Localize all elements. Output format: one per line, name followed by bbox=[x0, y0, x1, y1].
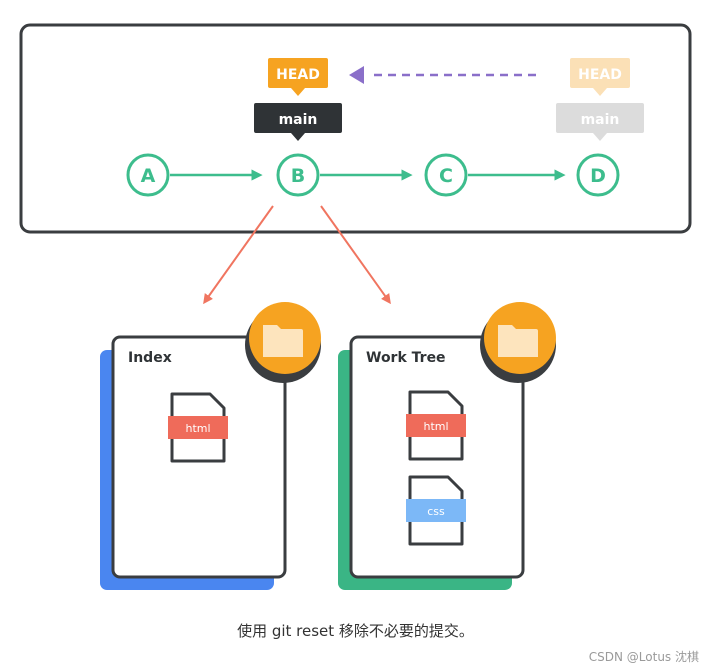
index-panel: Index html bbox=[100, 302, 321, 590]
commit-d: D bbox=[576, 153, 620, 197]
commit-a: A bbox=[126, 153, 170, 197]
commit-d-label: D bbox=[590, 165, 606, 187]
worktree-panel: Work Tree html css bbox=[338, 302, 556, 590]
folder-icon bbox=[480, 302, 556, 383]
head-ref: HEAD bbox=[268, 58, 328, 96]
worktree-file-css-label: css bbox=[427, 505, 445, 518]
index-file-html-label: html bbox=[185, 422, 210, 435]
worktree-panel-title: Work Tree bbox=[366, 350, 446, 366]
commit-b: B bbox=[276, 153, 320, 197]
old-main-ref: main bbox=[556, 103, 644, 141]
arrow-to-index bbox=[203, 205, 274, 305]
worktree-file-html: html bbox=[406, 390, 466, 461]
worktree-file-html-label: html bbox=[423, 420, 448, 433]
main-branch-label: main bbox=[279, 112, 318, 128]
caption: 使用 git reset 移除不必要的提交。 bbox=[237, 622, 474, 640]
old-main-label: main bbox=[581, 112, 620, 128]
folder-icon bbox=[245, 302, 321, 383]
head-ref-label: HEAD bbox=[276, 67, 320, 83]
old-head-ref: HEAD bbox=[570, 58, 630, 96]
old-head-label: HEAD bbox=[578, 67, 622, 83]
index-panel-title: Index bbox=[128, 350, 172, 366]
commit-c-label: C bbox=[439, 165, 453, 187]
commit-a-label: A bbox=[141, 165, 156, 187]
commit-b-label: B bbox=[291, 165, 305, 187]
main-branch-ref: main bbox=[254, 103, 342, 141]
commit-c: C bbox=[424, 153, 468, 197]
index-file-html: html bbox=[168, 392, 228, 463]
history-frame bbox=[19, 23, 692, 234]
watermark: CSDN @Lotus 沈棋 bbox=[588, 650, 699, 664]
worktree-file-css: css bbox=[406, 475, 466, 546]
arrow-to-worktree bbox=[320, 205, 391, 305]
head-move-arrow bbox=[349, 66, 536, 84]
